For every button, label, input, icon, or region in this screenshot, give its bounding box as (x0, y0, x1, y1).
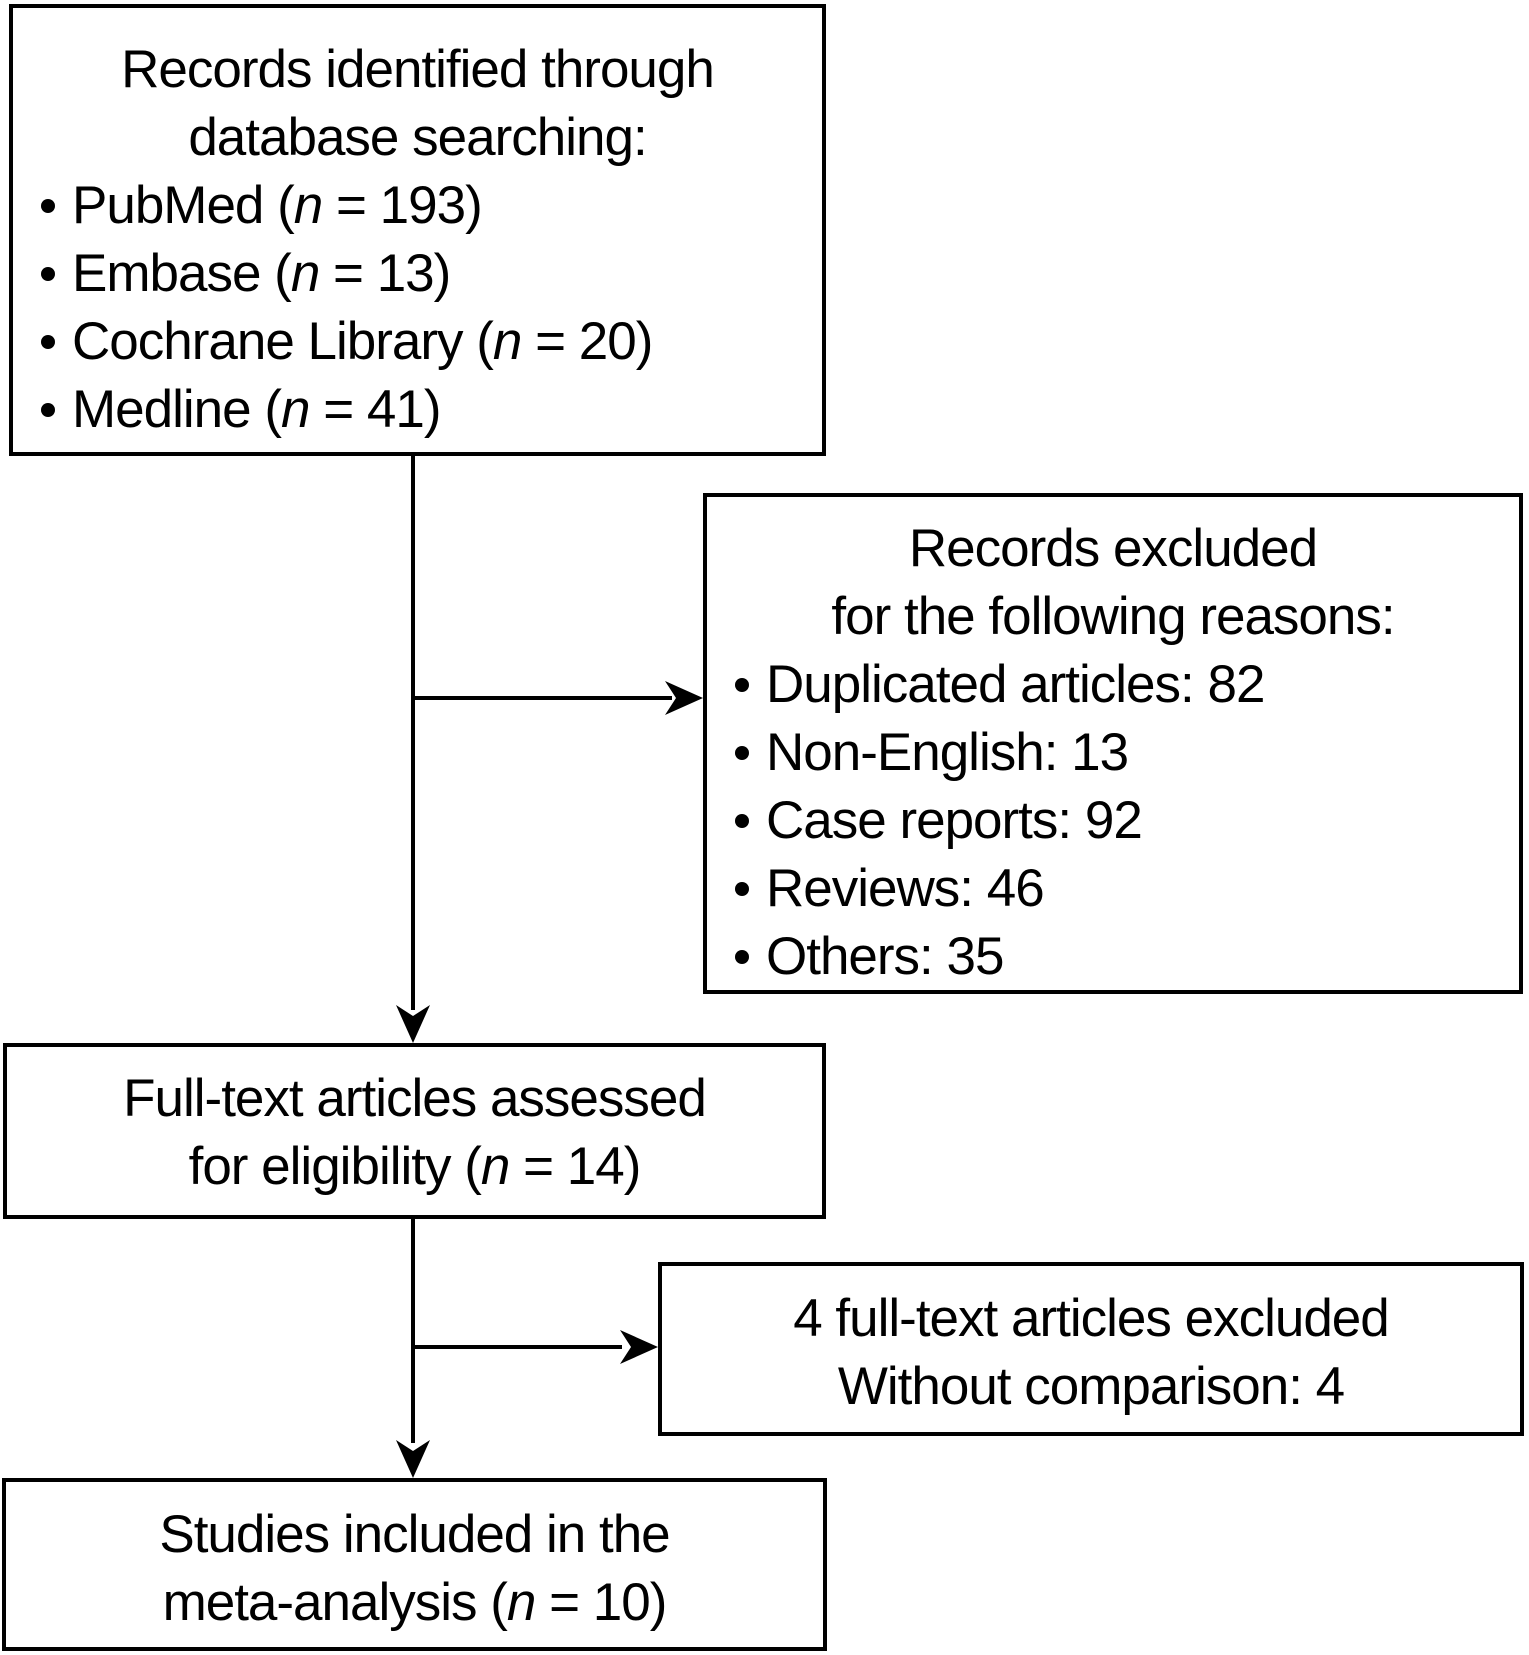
arrowhead-right-icon (665, 681, 703, 715)
arrowhead-down-icon (396, 1440, 430, 1478)
arrow-line-to-fulltext-excluded (413, 1345, 622, 1349)
arrowhead-down-icon (396, 1005, 430, 1043)
line-text: Records identified through (121, 40, 715, 99)
line-text: database searching: (188, 108, 647, 167)
line-text: meta-analysis (n = 10) (162, 1573, 668, 1632)
bullet-dot (735, 678, 749, 692)
bullet-dot (735, 746, 749, 760)
text-line: 4 full-text articles excluded (662, 1285, 1520, 1353)
line-text: Non-English: 13 (766, 723, 1129, 782)
line-text: Records excluded (908, 519, 1318, 578)
text-line: for the following reasons: (707, 583, 1519, 651)
line-text: Medline (n = 41) (72, 380, 441, 439)
text-line: Records identified through (13, 36, 822, 104)
line-text: Cochrane Library (n = 20) (72, 312, 653, 371)
box-studies-included: Studies included in the meta-analysis (n … (2, 1478, 827, 1651)
bullet-item: Embase (n = 13) (13, 240, 822, 308)
box-records-identified: Records identified through database searc… (9, 4, 826, 456)
line-text: PubMed (n = 193) (72, 176, 483, 235)
line-text: for eligibility (n = 14) (188, 1137, 642, 1196)
bullet-dot (41, 199, 55, 213)
text-line: Studies included in the (6, 1501, 823, 1569)
line-text: 4 full-text articles excluded (793, 1289, 1390, 1348)
text-line: for eligibility (n = 14) (7, 1133, 822, 1201)
bullet-dot (735, 814, 749, 828)
line-text: for the following reasons: (831, 587, 1395, 646)
bullet-item: Case reports: 92 (707, 787, 1519, 855)
text-line: Records excluded (707, 515, 1519, 583)
text-line: Full-text articles assessed (7, 1065, 822, 1133)
arrow-line-to-records-excluded (413, 696, 672, 700)
line-text: Duplicated articles: 82 (766, 655, 1265, 714)
bullet-item: Non-English: 13 (707, 719, 1519, 787)
bullet-dot (41, 403, 55, 417)
arrow-line-eligibility-to-included (411, 1218, 415, 1443)
text-line: meta-analysis (n = 10) (6, 1569, 823, 1637)
text-line: database searching: (13, 104, 822, 172)
bullet-dot (735, 882, 749, 896)
bullet-item: Others: 35 (707, 923, 1519, 991)
line-text: Others: 35 (766, 927, 1004, 986)
box-fulltext-assessed: Full-text articles assessed for eligibili… (3, 1043, 826, 1219)
bullet-item: Cochrane Library (n = 20) (13, 308, 822, 376)
line-text: Studies included in the (159, 1505, 670, 1564)
bullet-item: PubMed (n = 193) (13, 172, 822, 240)
line-text: Without comparison: 4 (837, 1357, 1345, 1416)
line-text: Full-text articles assessed (123, 1069, 707, 1128)
bullet-item: Reviews: 46 (707, 855, 1519, 923)
bullet-item: Duplicated articles: 82 (707, 651, 1519, 719)
bullet-dot (41, 335, 55, 349)
line-text: Embase (n = 13) (72, 244, 451, 303)
bullet-item: Medline (n = 41) (13, 376, 822, 444)
text-line: Without comparison: 4 (662, 1353, 1520, 1421)
line-text: Reviews: 46 (766, 859, 1045, 918)
line-text: Case reports: 92 (766, 791, 1143, 850)
arrowhead-right-icon (620, 1330, 658, 1364)
bullet-dot (735, 950, 749, 964)
bullet-dot (41, 267, 55, 281)
arrow-line-identification-to-eligibility (411, 455, 415, 1010)
box-records-excluded: Records excluded for the following reason… (703, 493, 1523, 994)
